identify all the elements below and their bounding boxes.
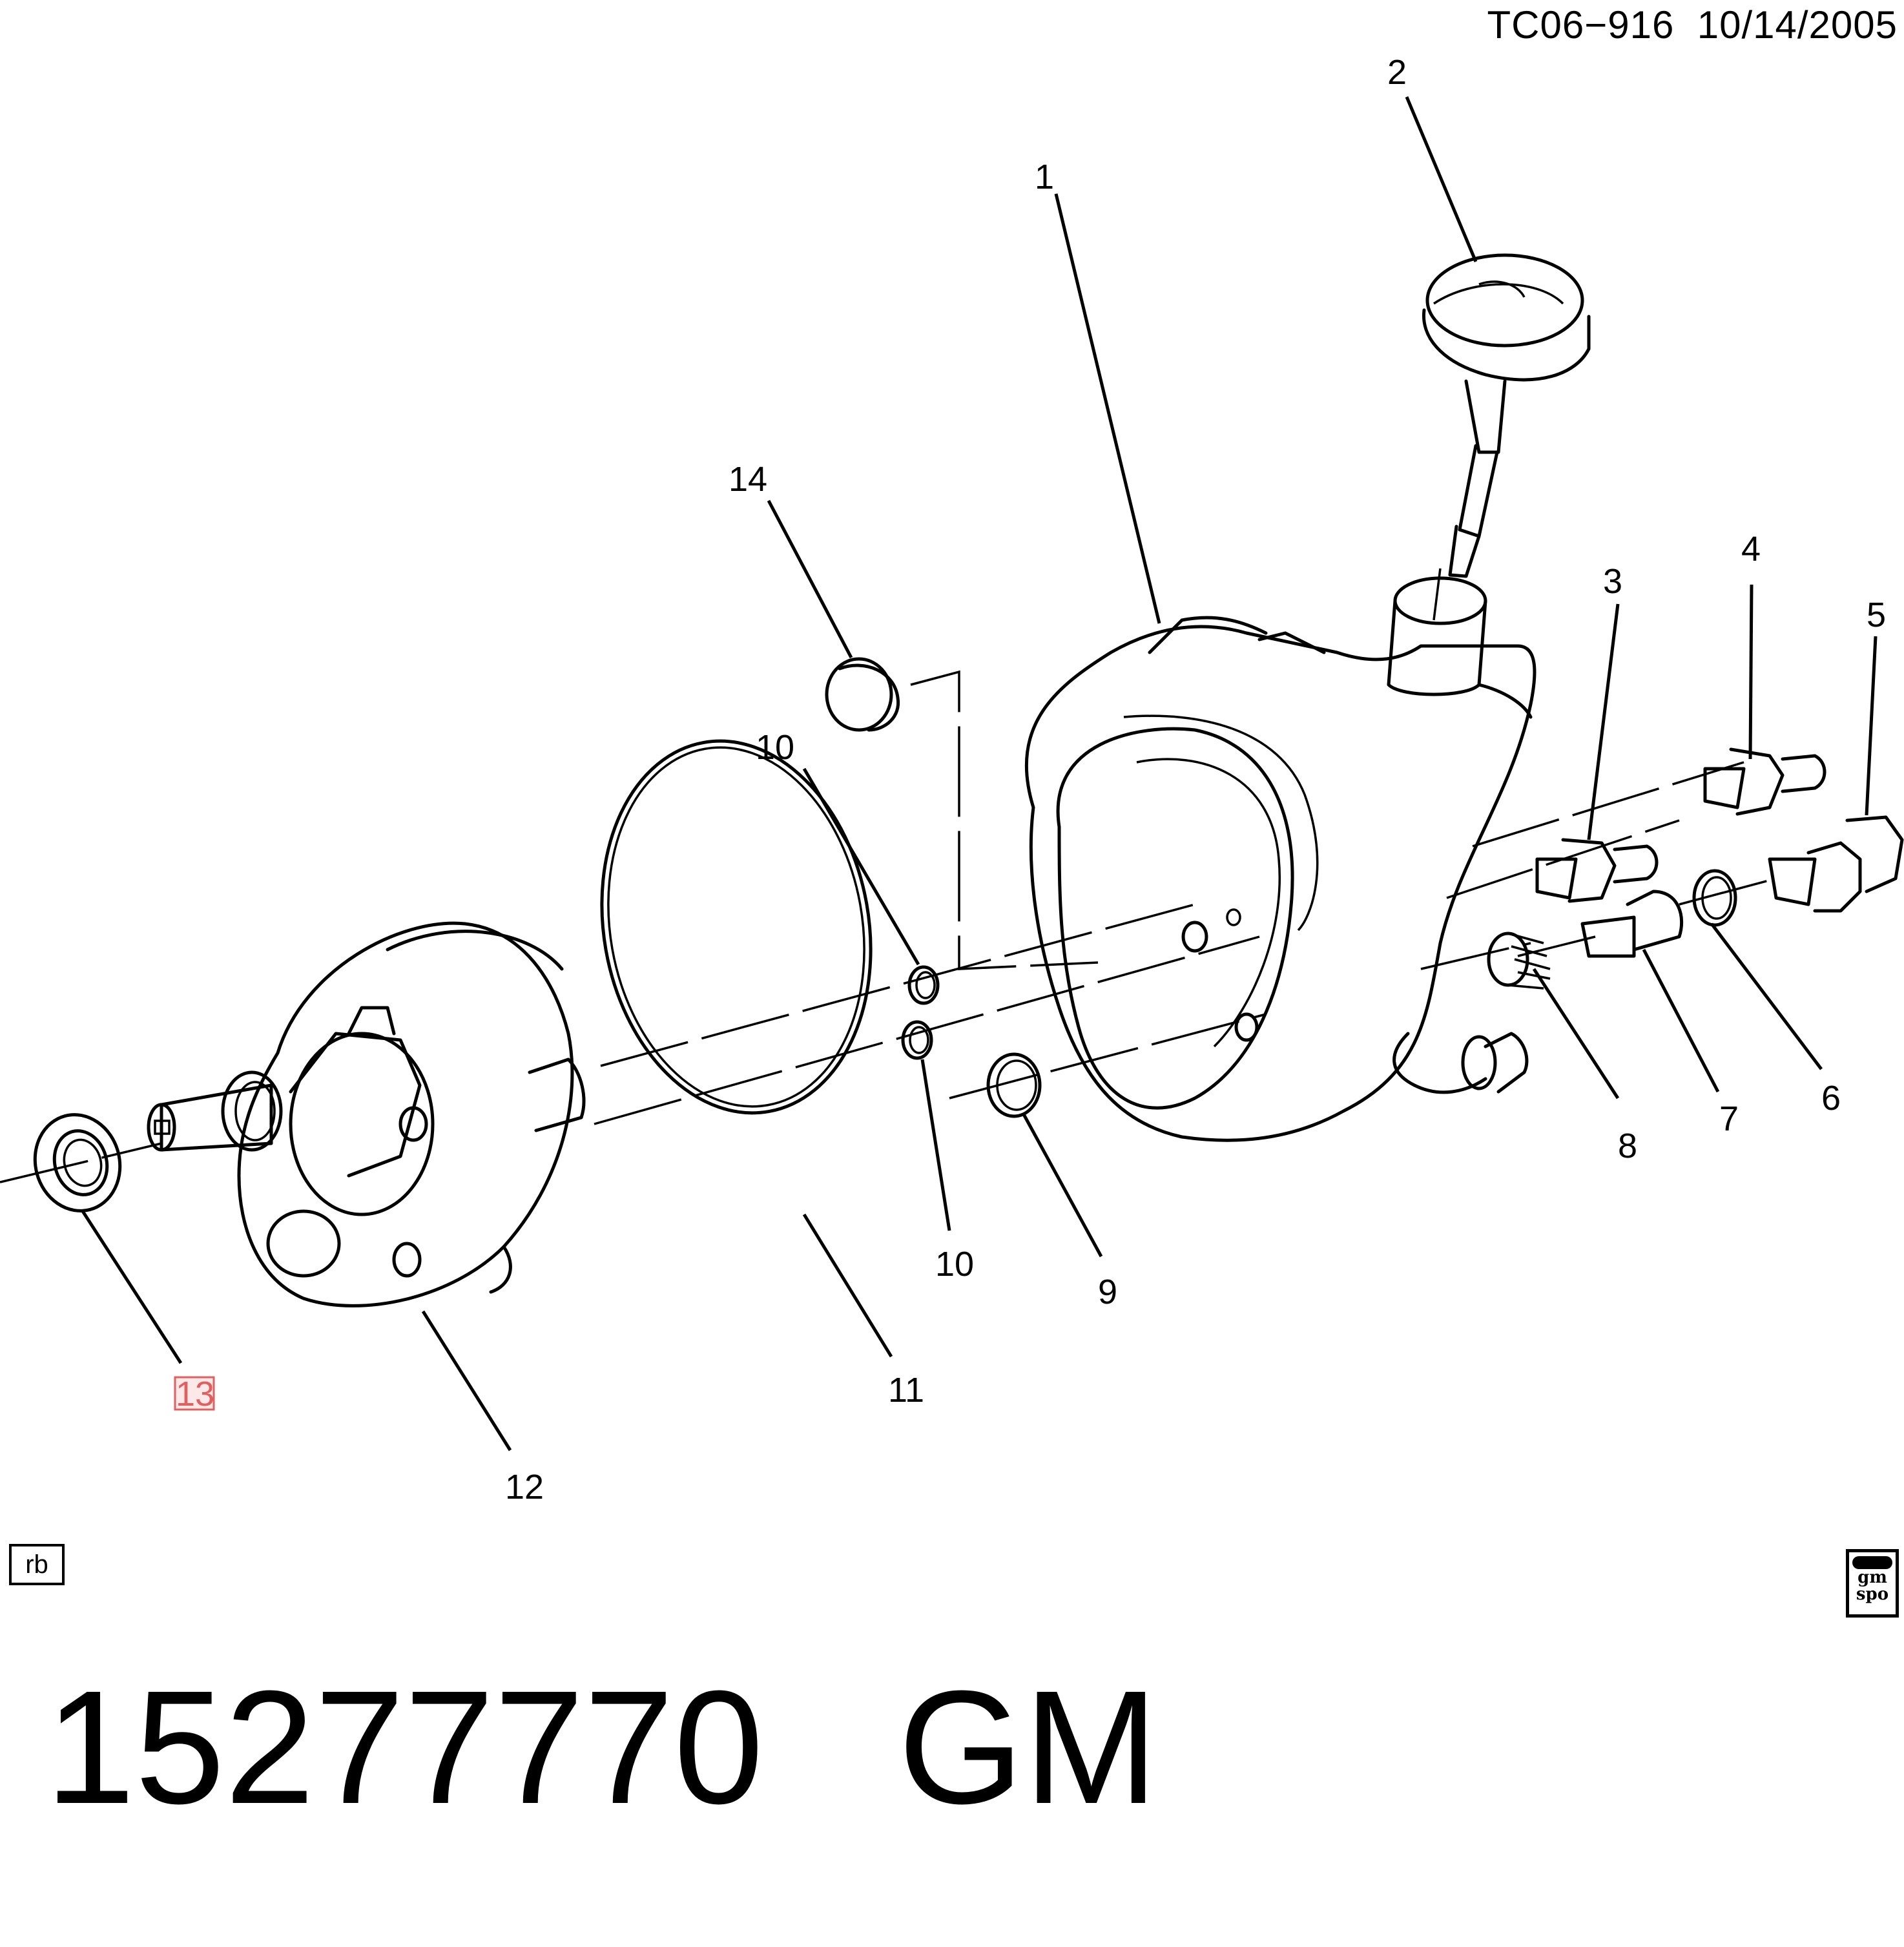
large-o-ring [600,739,873,1115]
callout-4[interactable]: 4 [1741,530,1761,568]
callout-labels: 1 2 3 4 5 6 7 8 9 10 10 11 12 13 14 [174,53,1886,1506]
fittings [1487,747,1904,990]
callout-3[interactable]: 3 [1603,562,1622,601]
shaft-seal [33,1113,122,1213]
callout-14[interactable]: 14 [729,460,767,499]
plug [825,657,900,732]
pump-body [147,921,586,1307]
callout-10-top[interactable]: 10 [756,728,794,767]
filler-cap-dipstick [1422,253,1591,578]
logo-line-2: spo [1856,1585,1889,1604]
callout-9[interactable]: 9 [1098,1273,1117,1311]
part-number-footer: 15277770 GM [45,1667,1158,1828]
rb-label-box: rb [9,1544,65,1585]
small-o-rings [901,965,940,1060]
rb-label: rb [25,1550,48,1579]
drawing-date: 10/14/2005 [1697,3,1898,47]
callout-10-bottom[interactable]: 10 [935,1245,974,1284]
seal-ring [986,1052,1042,1118]
callout-2[interactable]: 2 [1387,53,1407,92]
callout-12[interactable]: 12 [505,1468,544,1506]
callout-6[interactable]: 6 [1821,1079,1841,1118]
leader-lines [81,96,1878,1452]
callout-13-highlight [174,1376,215,1411]
callout-7[interactable]: 7 [1719,1099,1739,1138]
gm-spo-logo: gm spo [1846,1549,1899,1618]
assembly-centerlines [0,568,1777,1183]
callout-1[interactable]: 1 [1035,158,1054,196]
callout-13[interactable]: 13 [176,1375,214,1413]
logo-bar [1852,1556,1892,1569]
callout-8[interactable]: 8 [1618,1127,1637,1165]
callout-11[interactable]: 11 [888,1371,924,1410]
brand-name: GM [898,1657,1159,1837]
part-number: 15277770 [45,1657,764,1837]
callout-5[interactable]: 5 [1867,596,1886,634]
drawing-header: TC06−916 10/14/2005 [1487,3,1898,47]
drawing-id: TC06−916 [1487,3,1675,47]
logo-line-1: gm [1857,1568,1887,1587]
reservoir-housing [1025,576,1537,1142]
